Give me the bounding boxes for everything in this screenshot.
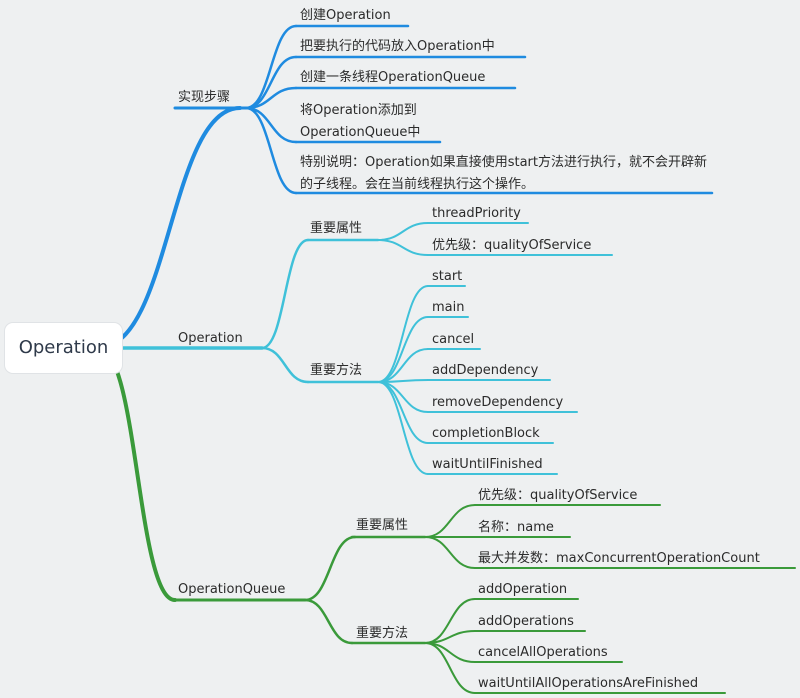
q-methods-label[interactable]: 重要方法 [356,626,409,641]
q-method-4[interactable]: waitUntilAllOperationsAreFinished [478,676,699,691]
op-method-connector-7 [377,381,429,475]
connector-q-properties [303,535,357,602]
q-method-3[interactable]: cancelAllOperations [478,645,608,660]
op-property-1[interactable]: threadPriority [432,206,521,221]
step-connector-4 [244,106,298,144]
root-node[interactable]: Operation [5,323,122,373]
q-prop-connector-1 [424,504,476,538]
branch-steps-label[interactable]: 实现步骤 [178,90,231,105]
op-method-6[interactable]: completionBlock [432,426,540,441]
op-method-7[interactable]: waitUntilFinished [432,457,543,472]
step-connector-1 [244,24,298,110]
step-item-4[interactable]: 将Operation添加到OperationQueue中 [300,103,421,140]
connector-op-methods [260,346,310,384]
step-item-1[interactable]: 创建Operation [300,8,391,23]
op-method-connector-1 [377,285,429,383]
branch-operation-label[interactable]: Operation [178,331,243,346]
op-methods-label[interactable]: 重要方法 [310,363,363,378]
q-prop-connector-3 [424,536,476,569]
op-method-connector-2 [377,316,429,383]
step-item-2[interactable]: 把要执行的代码放入Operation中 [300,39,495,54]
op-method-2[interactable]: main [432,300,465,315]
branch-connector-queue [98,348,177,602]
op-prop-connector-2 [377,239,429,256]
op-method-connector-3 [377,348,429,383]
q-property-1[interactable]: 优先级：qualityOfService [478,488,638,503]
connector-q-methods [303,598,354,645]
op-method-1[interactable]: start [432,269,463,284]
op-method-4[interactable]: addDependency [432,363,539,378]
op-prop-connector-1 [377,222,429,241]
root-label: Operation [18,337,109,358]
step-item-3[interactable]: 创建一条线程OperationQueue [300,70,486,85]
op-method-3[interactable]: cancel [432,332,475,347]
q-method-2[interactable]: addOperations [478,614,574,629]
op-property-2[interactable]: 优先级：qualityOfService [432,238,592,253]
step-connector-5 [244,106,298,195]
q-method-1[interactable]: addOperation [478,582,568,597]
q-properties-label[interactable]: 重要属性 [356,518,409,533]
op-method-5[interactable]: removeDependency [432,395,564,410]
branch-queue-label[interactable]: OperationQueue [178,582,286,597]
q-property-2[interactable]: 名称：name [478,520,554,535]
connector-op-properties [260,238,310,350]
op-method-connector-6 [377,381,429,444]
q-property-3[interactable]: 最大并发数：maxConcurrentOperationCount [478,551,760,566]
step-connector-3 [244,86,298,110]
q-method-connector-4 [424,642,476,694]
branch-connector-steps [98,106,242,349]
op-properties-label[interactable]: 重要属性 [310,221,363,236]
step-item-5[interactable]: 特别说明：Operation如果直接使用start方法进行执行，就不会开辟新的子… [300,155,707,192]
